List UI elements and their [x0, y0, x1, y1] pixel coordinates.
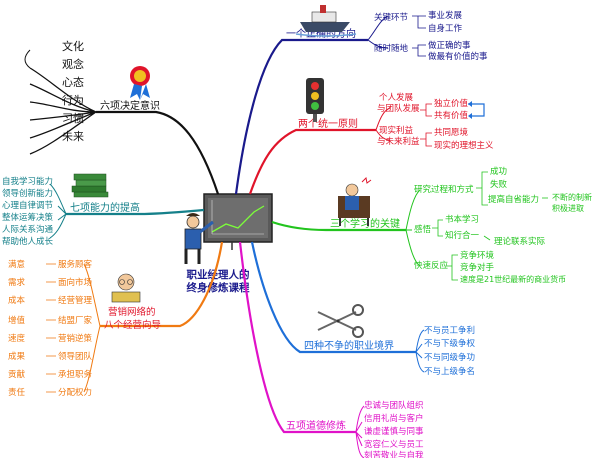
- learning-sub-env: 竞争环境: [460, 250, 495, 261]
- ability-item-3: 心理自律调节: [2, 200, 54, 211]
- two-unity-sub-1: 独立价值: [434, 98, 469, 109]
- decision-item-4: 行为: [62, 94, 84, 107]
- ship-icon: [295, 5, 357, 37]
- branch-two-unity: 两个统一原则 个人发展 与团队发展 现实利益 与未来利益 独立价值 共有价值 共…: [248, 78, 494, 195]
- branch-seven-abilities: 七项能力的提高 自我学习能力 领导创新能力 心理自律调节 整体运筹决策 人际关系…: [2, 173, 205, 247]
- learning-item-2: 感悟: [414, 224, 432, 235]
- no-fight-item-3: 不与同级争功: [424, 352, 475, 363]
- two-unity-arrow-outline: [468, 103, 485, 117]
- scissors-icon: [317, 304, 364, 338]
- marketing-left-1: 满意: [8, 259, 25, 270]
- direction-item-1: 关键环节: [374, 12, 409, 23]
- learning-sub-unity: 知行合一: [445, 230, 480, 241]
- learning-extra-theory: 理论联系实际: [494, 236, 546, 247]
- branch-three-learning-title: 三个学习的关键: [330, 217, 400, 230]
- learning-sub-reflection: 提高自省能力: [488, 194, 539, 205]
- ability-item-6: 帮助他人成长: [2, 236, 54, 247]
- branch-seven-abilities-title: 七项能力的提高: [70, 201, 140, 214]
- two-unity-sub-2: 共有价值: [434, 110, 469, 121]
- no-fight-item-2: 不与下级争权: [424, 338, 476, 349]
- center-title-line2: 终身修炼课程: [187, 281, 250, 294]
- ability-item-5: 人际关系沟通: [2, 224, 54, 235]
- learning-sub-speed: 速度是21世纪最新的商业货币: [460, 274, 566, 284]
- two-unity-item-1b: 与团队发展: [377, 103, 420, 114]
- marketing-left-2: 需求: [8, 277, 26, 288]
- marketing-left-5: 速度: [8, 333, 26, 344]
- ability-item-2: 领导创新能力: [2, 188, 53, 199]
- branch-two-unity-title: 两个统一原则: [298, 117, 358, 130]
- branch-four-no-fight: 四种不争的职业境界 不与员工争利 不与下级争权 不与同级争功 不与上级争名: [250, 241, 476, 377]
- direction-sub-1: 事业发展: [428, 10, 463, 21]
- decision-item-5: 习惯: [62, 111, 84, 125]
- branch-marketing-title1: 营销网络的: [108, 306, 156, 318]
- direction-sub-3: 做正确的事: [428, 40, 471, 51]
- marketing-right-7: 承担职务: [58, 369, 93, 380]
- two-unity-item-1a: 个人发展: [379, 92, 414, 103]
- presenter-figure: [184, 213, 214, 264]
- decision-item-6: 未来: [62, 130, 84, 143]
- branch-six-decisions: 六项决定意识 文化 观念 心态 行为 习惯 未来: [24, 39, 220, 195]
- branch-three-learning: 三个学习的关键 研究过程和方式 感悟 快速反应 成功 失败 提高自省能力 不断的…: [271, 166, 592, 284]
- marketing-left-3: 成本: [8, 295, 26, 306]
- learning-extra-1: 不断的制新: [552, 192, 592, 202]
- learning-sub-success: 成功: [490, 166, 507, 177]
- morals-item-3: 谦虚谨慎与同事: [364, 426, 424, 437]
- no-fight-item-4: 不与上级争名: [424, 366, 475, 377]
- two-unity-item-2b: 与未来利益: [377, 136, 420, 147]
- center-title-line1: 职业经理人的: [187, 268, 250, 281]
- two-unity-sub-3: 共同愿境: [434, 127, 469, 138]
- learning-item-3: 快速反应: [414, 260, 449, 271]
- decision-item-3: 心态: [62, 76, 84, 89]
- branch-direction: 一个正确的方向 关键环节 随时随地 事业发展 自身工作 做正确的事 做最有价值的…: [234, 5, 488, 195]
- morals-item-1: 忠诚与团队组织: [364, 400, 424, 411]
- marketing-right-3: 经营管理: [58, 295, 93, 306]
- thinker-icon: [338, 176, 372, 226]
- traffic-light-icon: [306, 78, 324, 122]
- marketing-right-8: 分配权力: [58, 387, 92, 398]
- direction-sub-4: 做最有价值的事: [428, 51, 488, 62]
- decision-item-1: 文化: [62, 39, 84, 53]
- decision-item-2: 观念: [62, 57, 84, 71]
- branch-five-morals: 五项道德修炼 忠诚与团队组织 信用礼尚与客户 谦虚谨慎与同事 宽容仁义与员工 刻…: [238, 241, 424, 461]
- two-unity-sub-4: 现实的理想主义: [434, 140, 494, 151]
- branch-four-no-fight-title: 四种不争的职业境界: [304, 339, 394, 352]
- direction-item-2: 随时随地: [374, 43, 409, 54]
- marketing-left-4: 增值: [8, 315, 26, 326]
- learning-item-1: 研究过程和方式: [414, 184, 474, 195]
- branch-five-morals-title: 五项道德修炼: [286, 419, 346, 432]
- morals-item-2: 信用礼尚与客户: [364, 413, 424, 424]
- center-board-illustration: [203, 193, 273, 250]
- reader-icon: [111, 273, 141, 303]
- marketing-right-1: 服务顾客: [58, 259, 93, 270]
- morals-item-5: 刻苦敬业与自我: [364, 450, 424, 458]
- learning-sub-failure: 失败: [490, 179, 508, 190]
- books-icon: [71, 173, 109, 198]
- ability-item-4: 整体运筹决策: [2, 212, 54, 223]
- direction-sub-2: 自身工作: [428, 23, 463, 34]
- marketing-right-6: 领导团队: [58, 351, 93, 362]
- marketing-right-4: 结盟厂家: [58, 315, 93, 326]
- award-ribbon-icon: [130, 66, 150, 100]
- marketing-right-2: 面向市场: [58, 277, 92, 288]
- marketing-left-7: 贡献: [8, 369, 26, 380]
- two-unity-item-2a: 现实利益: [379, 125, 414, 136]
- branch-six-decisions-title: 六项决定意识: [100, 99, 160, 112]
- learning-sub-books: 书本学习: [445, 214, 479, 225]
- marketing-left-8: 责任: [8, 387, 26, 398]
- morals-item-4: 宽容仁义与员工: [364, 439, 424, 450]
- ability-item-1: 自我学习能力: [2, 176, 53, 187]
- learning-extra-2: 积极进取: [552, 203, 584, 213]
- branch-marketing-title2: 八个经营向导: [104, 319, 161, 331]
- learning-sub-rival: 竞争对手: [460, 262, 495, 273]
- marketing-left-6: 成果: [8, 351, 26, 362]
- no-fight-item-1: 不与员工争利: [424, 325, 475, 336]
- marketing-right-5: 营销逆策: [58, 333, 93, 344]
